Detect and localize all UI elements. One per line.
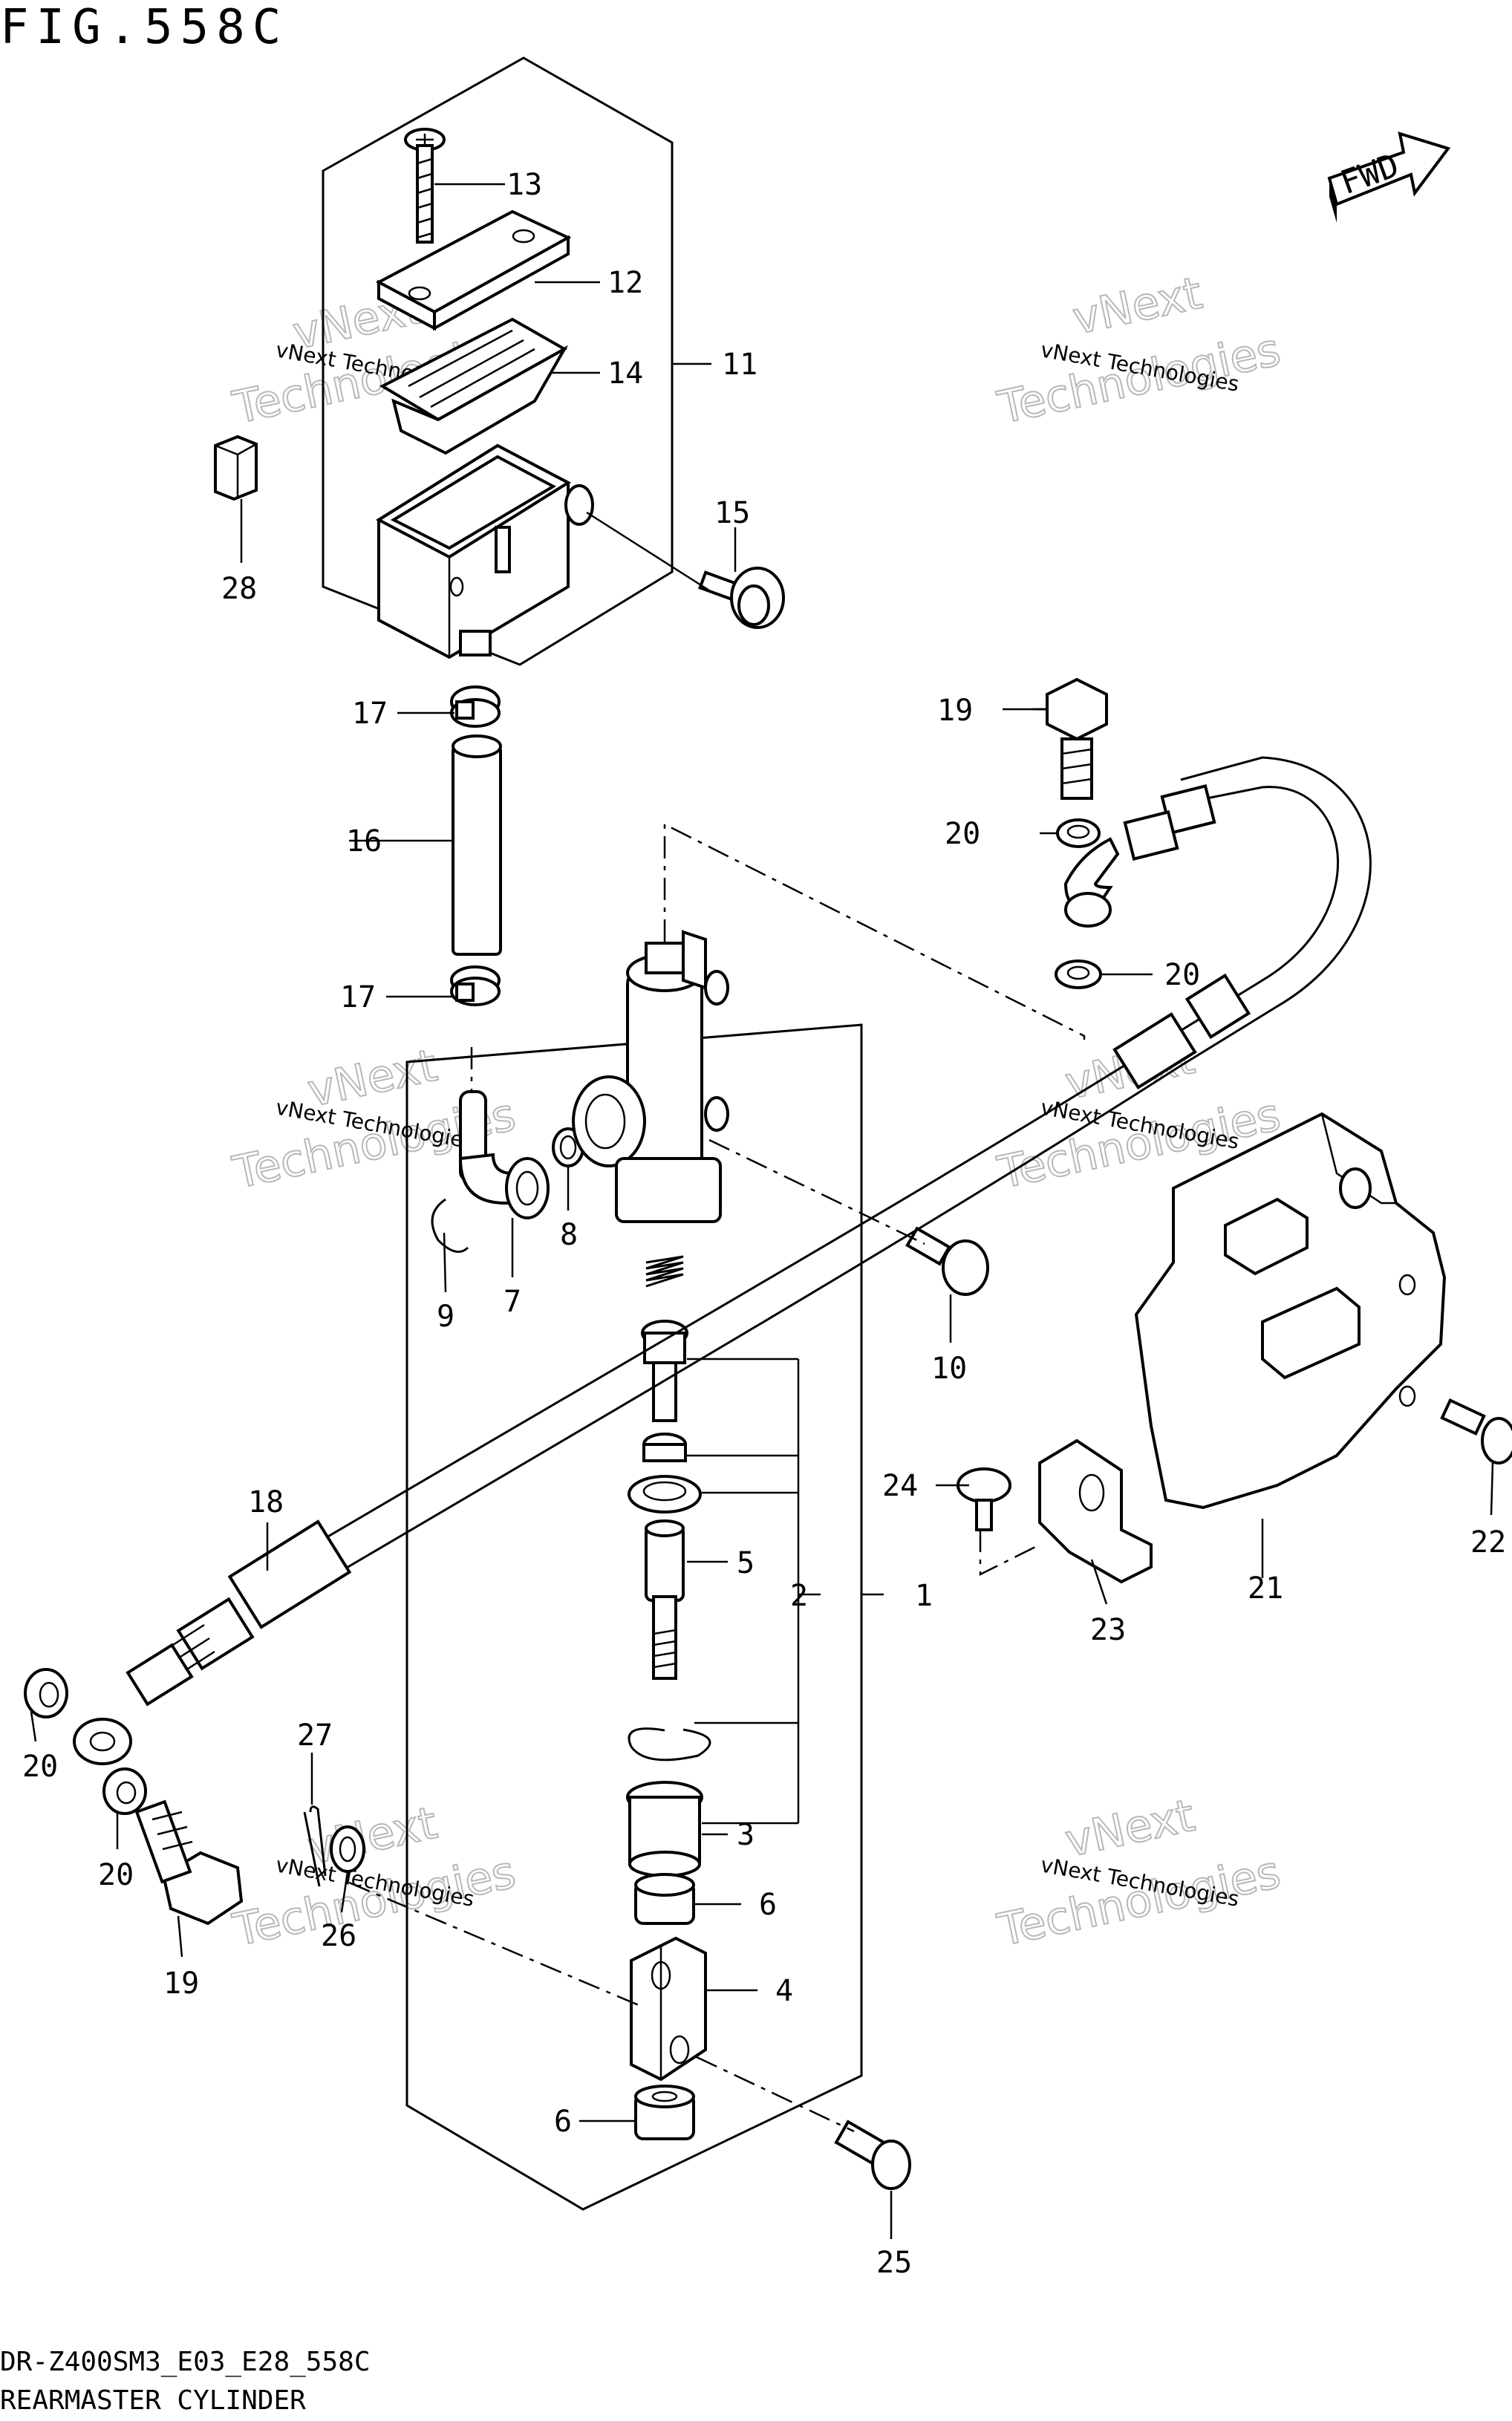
guard-21	[1134, 1112, 1447, 1510]
figure-name: REARMASTER CYLINDER	[0, 2385, 306, 2416]
reservoir-cap-plate	[375, 209, 572, 331]
bracket-23	[1038, 1438, 1153, 1584]
reservoir-diaphragm	[379, 317, 569, 455]
washer-20-left-top	[24, 1668, 68, 1718]
callout-14: 14	[607, 356, 643, 391]
callout-6-bottom: 6	[554, 2105, 572, 2139]
brake-hose-18	[73, 756, 1372, 1765]
nut-6-bottom	[634, 2085, 695, 2140]
callout-19-left: 19	[163, 1967, 199, 2001]
svg-text:Technologies: Technologies	[994, 1846, 1285, 1957]
callout-23: 23	[1090, 1613, 1126, 1647]
washer-20-right-bottom	[1055, 959, 1102, 989]
boot-3	[626, 1781, 703, 1877]
reservoir-body	[375, 443, 594, 659]
hose-connector-7	[458, 1090, 550, 1219]
clevis-4	[630, 1936, 707, 2082]
union-bolt-19-right	[1046, 677, 1108, 800]
callout-20-left-bottom: 20	[98, 1858, 134, 1892]
reservoir-group-box	[322, 56, 674, 666]
callout-5: 5	[737, 1546, 755, 1580]
watermark-bottom-left: Technologies vNext vNext Technologies	[228, 1796, 521, 1958]
circlip-9	[431, 1198, 469, 1254]
clamp-17-bottom	[450, 965, 501, 1006]
callout-10: 10	[931, 1352, 967, 1386]
fwd-arrow-badge: FWD	[1327, 131, 1451, 223]
callout-7: 7	[504, 1285, 521, 1319]
svg-text:vNext: vNext	[1061, 1790, 1199, 1868]
piston-cup	[628, 1320, 702, 1513]
callout-22: 22	[1470, 1525, 1506, 1560]
clip-part-28	[214, 434, 258, 501]
washer-20-right-top	[1056, 818, 1101, 848]
callout-16: 16	[346, 824, 382, 858]
svg-text:Technologies: Technologies	[229, 1846, 521, 1957]
callout-4: 4	[775, 1974, 793, 2008]
bolt-22	[1440, 1398, 1512, 1464]
callout-6-top: 6	[759, 1888, 777, 1922]
reservoir-bolt-15	[698, 567, 785, 629]
callout-25: 25	[876, 2246, 912, 2280]
figure-code: DR-Z400SM3_E03_E28_558C	[0, 2347, 371, 2377]
clevis-pin-25	[834, 2119, 911, 2190]
callout-20-left-top: 20	[22, 1750, 58, 1784]
callout-19-right: 19	[937, 694, 973, 728]
reservoir-cap-screw	[404, 128, 446, 244]
cotter-pin-27	[303, 1805, 327, 1887]
callout-20-right-top: 20	[945, 817, 980, 851]
callout-17-top: 17	[352, 697, 388, 731]
callout-8: 8	[560, 1218, 578, 1252]
reservoir-hose-16	[452, 734, 502, 956]
leader-lines	[30, 183, 1494, 2239]
clamp-17-top	[450, 685, 501, 728]
callout-20-right-bottom: 20	[1164, 958, 1200, 992]
washer-26	[330, 1825, 365, 1873]
piston-spring	[645, 1255, 684, 1288]
callout-11: 11	[722, 348, 757, 382]
figure-title: FIG.558C	[0, 0, 289, 55]
push-rod-5	[645, 1519, 685, 1680]
washer-20-left-bottom	[102, 1767, 147, 1815]
master-cylinder-group-box	[405, 1023, 863, 2211]
callout-17-bottom: 17	[340, 980, 376, 1014]
nut-6-top	[634, 1873, 695, 1925]
callout-28: 28	[221, 572, 257, 606]
master-cylinder-body	[572, 930, 729, 1223]
callout-24: 24	[882, 1469, 918, 1503]
callout-3: 3	[737, 1818, 755, 1852]
callout-21: 21	[1248, 1571, 1283, 1606]
svg-text:vNext: vNext	[1069, 267, 1207, 345]
callout-9: 9	[437, 1300, 454, 1334]
fwd-label: FWD	[1335, 146, 1404, 202]
circlip-main	[628, 1727, 711, 1762]
callout-15: 15	[714, 496, 750, 530]
callout-26: 26	[321, 1919, 356, 1953]
callout-2: 2	[790, 1579, 808, 1613]
callout-18: 18	[248, 1485, 284, 1519]
union-bolt-19-left	[134, 1799, 244, 1926]
screw-24	[957, 1467, 1011, 1531]
callout-1: 1	[915, 1579, 933, 1613]
bolt-10	[905, 1226, 989, 1296]
callout-27: 27	[297, 1718, 333, 1753]
watermark-bottom-right: Technologies vNext vNext Technologies	[993, 1789, 1286, 1958]
watermark-top-right: Technologies vNext vNext Technologies	[993, 267, 1286, 435]
callout-13: 13	[506, 168, 542, 202]
callout-12: 12	[607, 266, 643, 300]
